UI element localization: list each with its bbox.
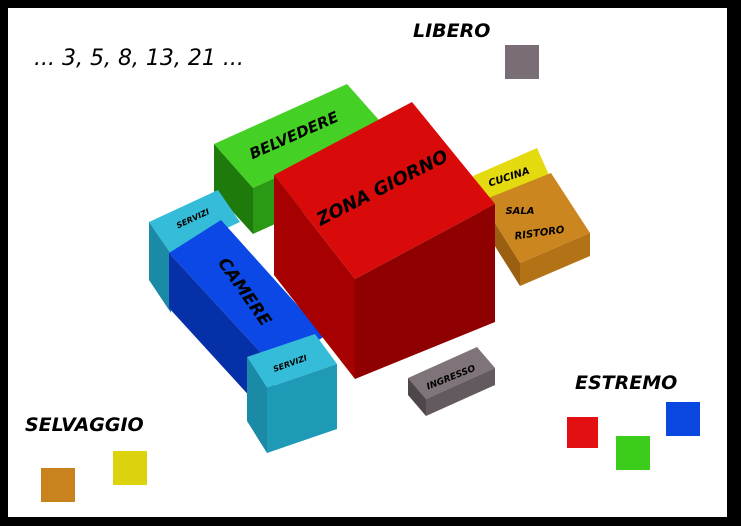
legend-estremo-swatch-green [616,436,650,470]
legend-selvaggio-swatch-yellow [113,451,147,485]
legend-estremo-label: ESTREMO [575,372,678,394]
legend-libero-label: LIBERO [413,20,491,42]
servizi-top-block: SERVIZI [149,190,240,313]
fibonacci-sequence-text: ... 3, 5, 8, 13, 21 ... [34,46,244,71]
zona-giorno-block: ZONA GIORNO [274,102,495,379]
diagram-canvas: ... 3, 5, 8, 13, 21 ... LIBERO ESTREMO S… [8,8,727,517]
sala-ristoro-label-line1: SALA [505,206,534,217]
building-diagram: BELVEDERE SERVIZI CAMERE SERVIZI [149,84,590,453]
ingresso-block: INGRESSO [408,347,495,416]
servizi-bottom-block: SERVIZI [247,334,337,453]
legend-selvaggio-label: SELVAGGIO [25,414,144,436]
legend-selvaggio-swatch-orange [41,468,75,502]
legend-libero-swatch [505,45,539,79]
cucina-block: CUCINA [473,148,549,203]
legend-estremo-swatch-red [567,417,598,448]
sala-ristoro-block: SALA RISTORO [481,173,590,286]
legend-estremo-swatch-blue [666,402,700,436]
